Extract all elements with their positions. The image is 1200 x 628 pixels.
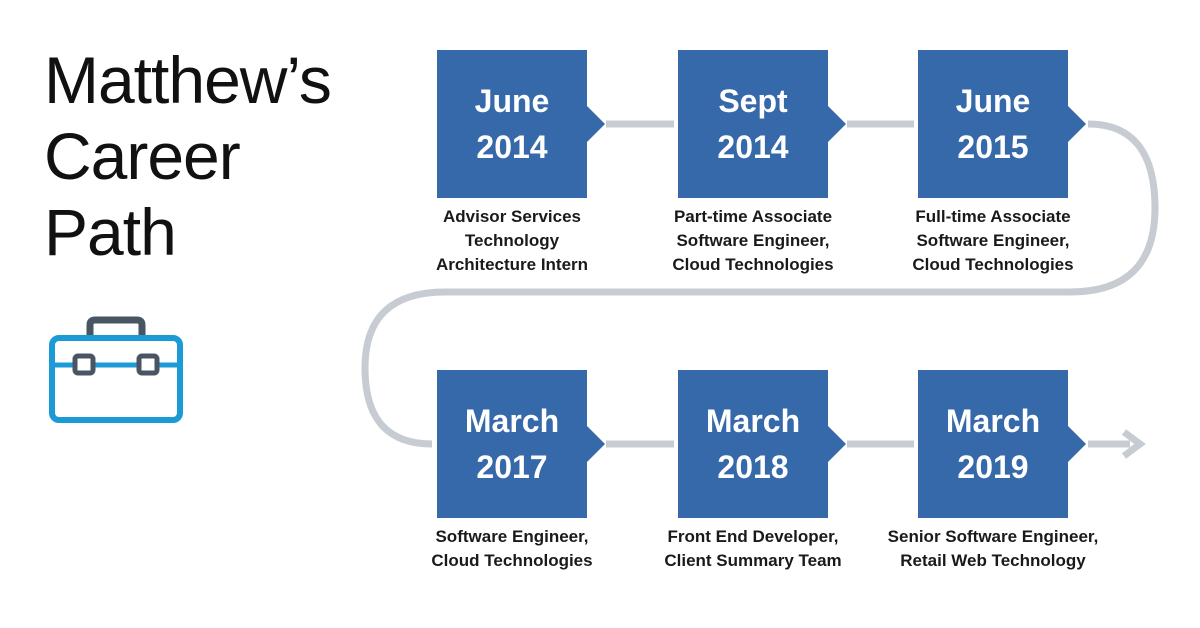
arrow-right-icon xyxy=(1121,429,1146,459)
milestone-caption-5: Front End Developer, Client Summary Team xyxy=(633,525,873,573)
milestone-caption-2: Part-time Associate Software Engineer, C… xyxy=(633,205,873,277)
milestone-caption-6: Senior Software Engineer, Retail Web Tec… xyxy=(873,525,1113,573)
caption-line: Cloud Technologies xyxy=(672,255,834,274)
milestone-year: 2015 xyxy=(957,129,1029,165)
milestone-caption-3: Full-time Associate Software Engineer, C… xyxy=(873,205,1113,277)
briefcase-icon xyxy=(49,316,183,423)
milestone-month: June xyxy=(474,83,550,119)
caption-line: Retail Web Technology xyxy=(900,551,1086,570)
caption-line: Software Engineer, xyxy=(676,231,830,250)
title-line-2: Career xyxy=(44,119,241,193)
caption-line: Front End Developer, xyxy=(667,527,839,546)
milestone-box-2: Sept 2014 xyxy=(678,50,846,198)
caption-line: Part-time Associate xyxy=(673,207,833,226)
milestone-caption-4: Software Engineer, Cloud Technologies xyxy=(392,525,632,573)
caption-line: Client Summary Team xyxy=(664,551,842,570)
milestone-year: 2014 xyxy=(476,129,548,165)
caption-line: Software Engineer, xyxy=(916,231,1070,250)
milestone-box-3: June 2015 xyxy=(918,50,1086,198)
caption-line: Cloud Technologies xyxy=(912,255,1074,274)
milestone-year: 2019 xyxy=(957,449,1029,485)
milestone-month: March xyxy=(945,403,1041,439)
milestone-month: June xyxy=(955,83,1031,119)
milestone-month: Sept xyxy=(718,83,788,119)
milestone-box-1: June 2014 xyxy=(437,50,605,198)
caption-line: Technology xyxy=(464,231,560,250)
milestone-year: 2014 xyxy=(717,129,789,165)
caption-line: Cloud Technologies xyxy=(431,551,593,570)
milestone-box-4: March 2017 xyxy=(437,370,605,518)
milestone-month: March xyxy=(464,403,560,439)
caption-line: Software Engineer, xyxy=(435,527,589,546)
caption-line: Senior Software Engineer, xyxy=(887,527,1099,546)
page-title: Matthew’s Career Path xyxy=(44,42,332,270)
title-line-3: Path xyxy=(44,195,177,269)
caption-line: Full-time Associate xyxy=(915,207,1071,226)
milestone-caption-1: Advisor Services Technology Architecture… xyxy=(392,205,632,277)
milestone-year: 2018 xyxy=(717,449,789,485)
milestone-box-5: March 2018 xyxy=(678,370,846,518)
caption-line: Advisor Services xyxy=(443,207,581,226)
caption-line: Architecture Intern xyxy=(435,255,589,274)
title-line-1: Matthew’s xyxy=(44,43,332,117)
milestone-box-6: March 2019 xyxy=(918,370,1086,518)
milestone-year: 2017 xyxy=(476,449,548,485)
milestone-month: March xyxy=(705,403,801,439)
